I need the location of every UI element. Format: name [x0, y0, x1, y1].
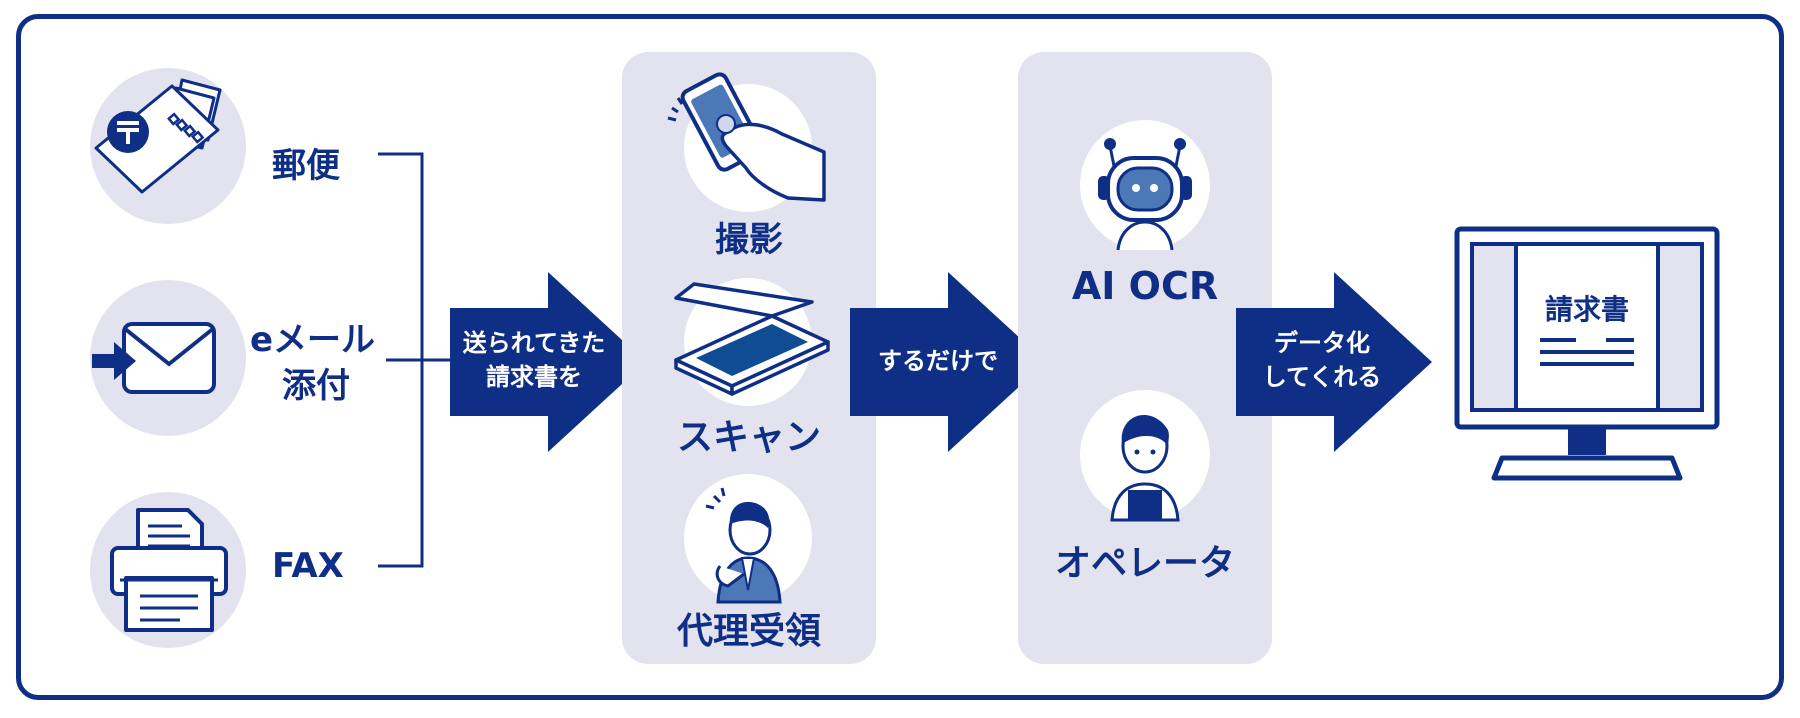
proxy-label: 代理受領 — [676, 611, 821, 652]
email-label-line1: eメール — [250, 320, 376, 360]
robot-icon — [1098, 138, 1192, 251]
source-connector — [378, 152, 458, 568]
arrow-3-text-line2: してくれる — [1262, 363, 1382, 391]
arrow-2-text: するだけで — [878, 347, 998, 375]
arrow-1-text-line2: 請求書を — [486, 363, 582, 391]
ai-ocr-label: AI OCR — [1071, 264, 1219, 308]
postal-mark-icon — [107, 111, 149, 153]
arrow-1 — [450, 272, 646, 452]
email-label-line2: 添付 — [282, 366, 350, 406]
arrow-3 — [1236, 272, 1432, 452]
invoice-title: 請求書 — [1544, 293, 1629, 326]
fax-printer-icon — [110, 508, 228, 632]
fax-label: FAX — [272, 546, 344, 586]
operator-person-icon — [1110, 415, 1180, 522]
scan-label: スキャン — [676, 417, 821, 458]
scanner-icon — [674, 282, 830, 396]
arrow-3-text-line1: データ化 — [1274, 329, 1370, 357]
arrow-2 — [850, 272, 1046, 452]
arrow-1-text-line1: 送られてきた — [462, 329, 606, 357]
person-thinking-icon — [705, 487, 782, 604]
photo-label: 撮影 — [715, 220, 783, 260]
email-icon — [92, 322, 216, 394]
smartphone-hand-icon — [667, 72, 826, 202]
mail-label: 郵便 — [272, 146, 340, 186]
monitor-icon — [1454, 226, 1720, 481]
envelope-stack-icon — [94, 78, 222, 194]
operator-label: オペレータ — [1054, 543, 1235, 584]
